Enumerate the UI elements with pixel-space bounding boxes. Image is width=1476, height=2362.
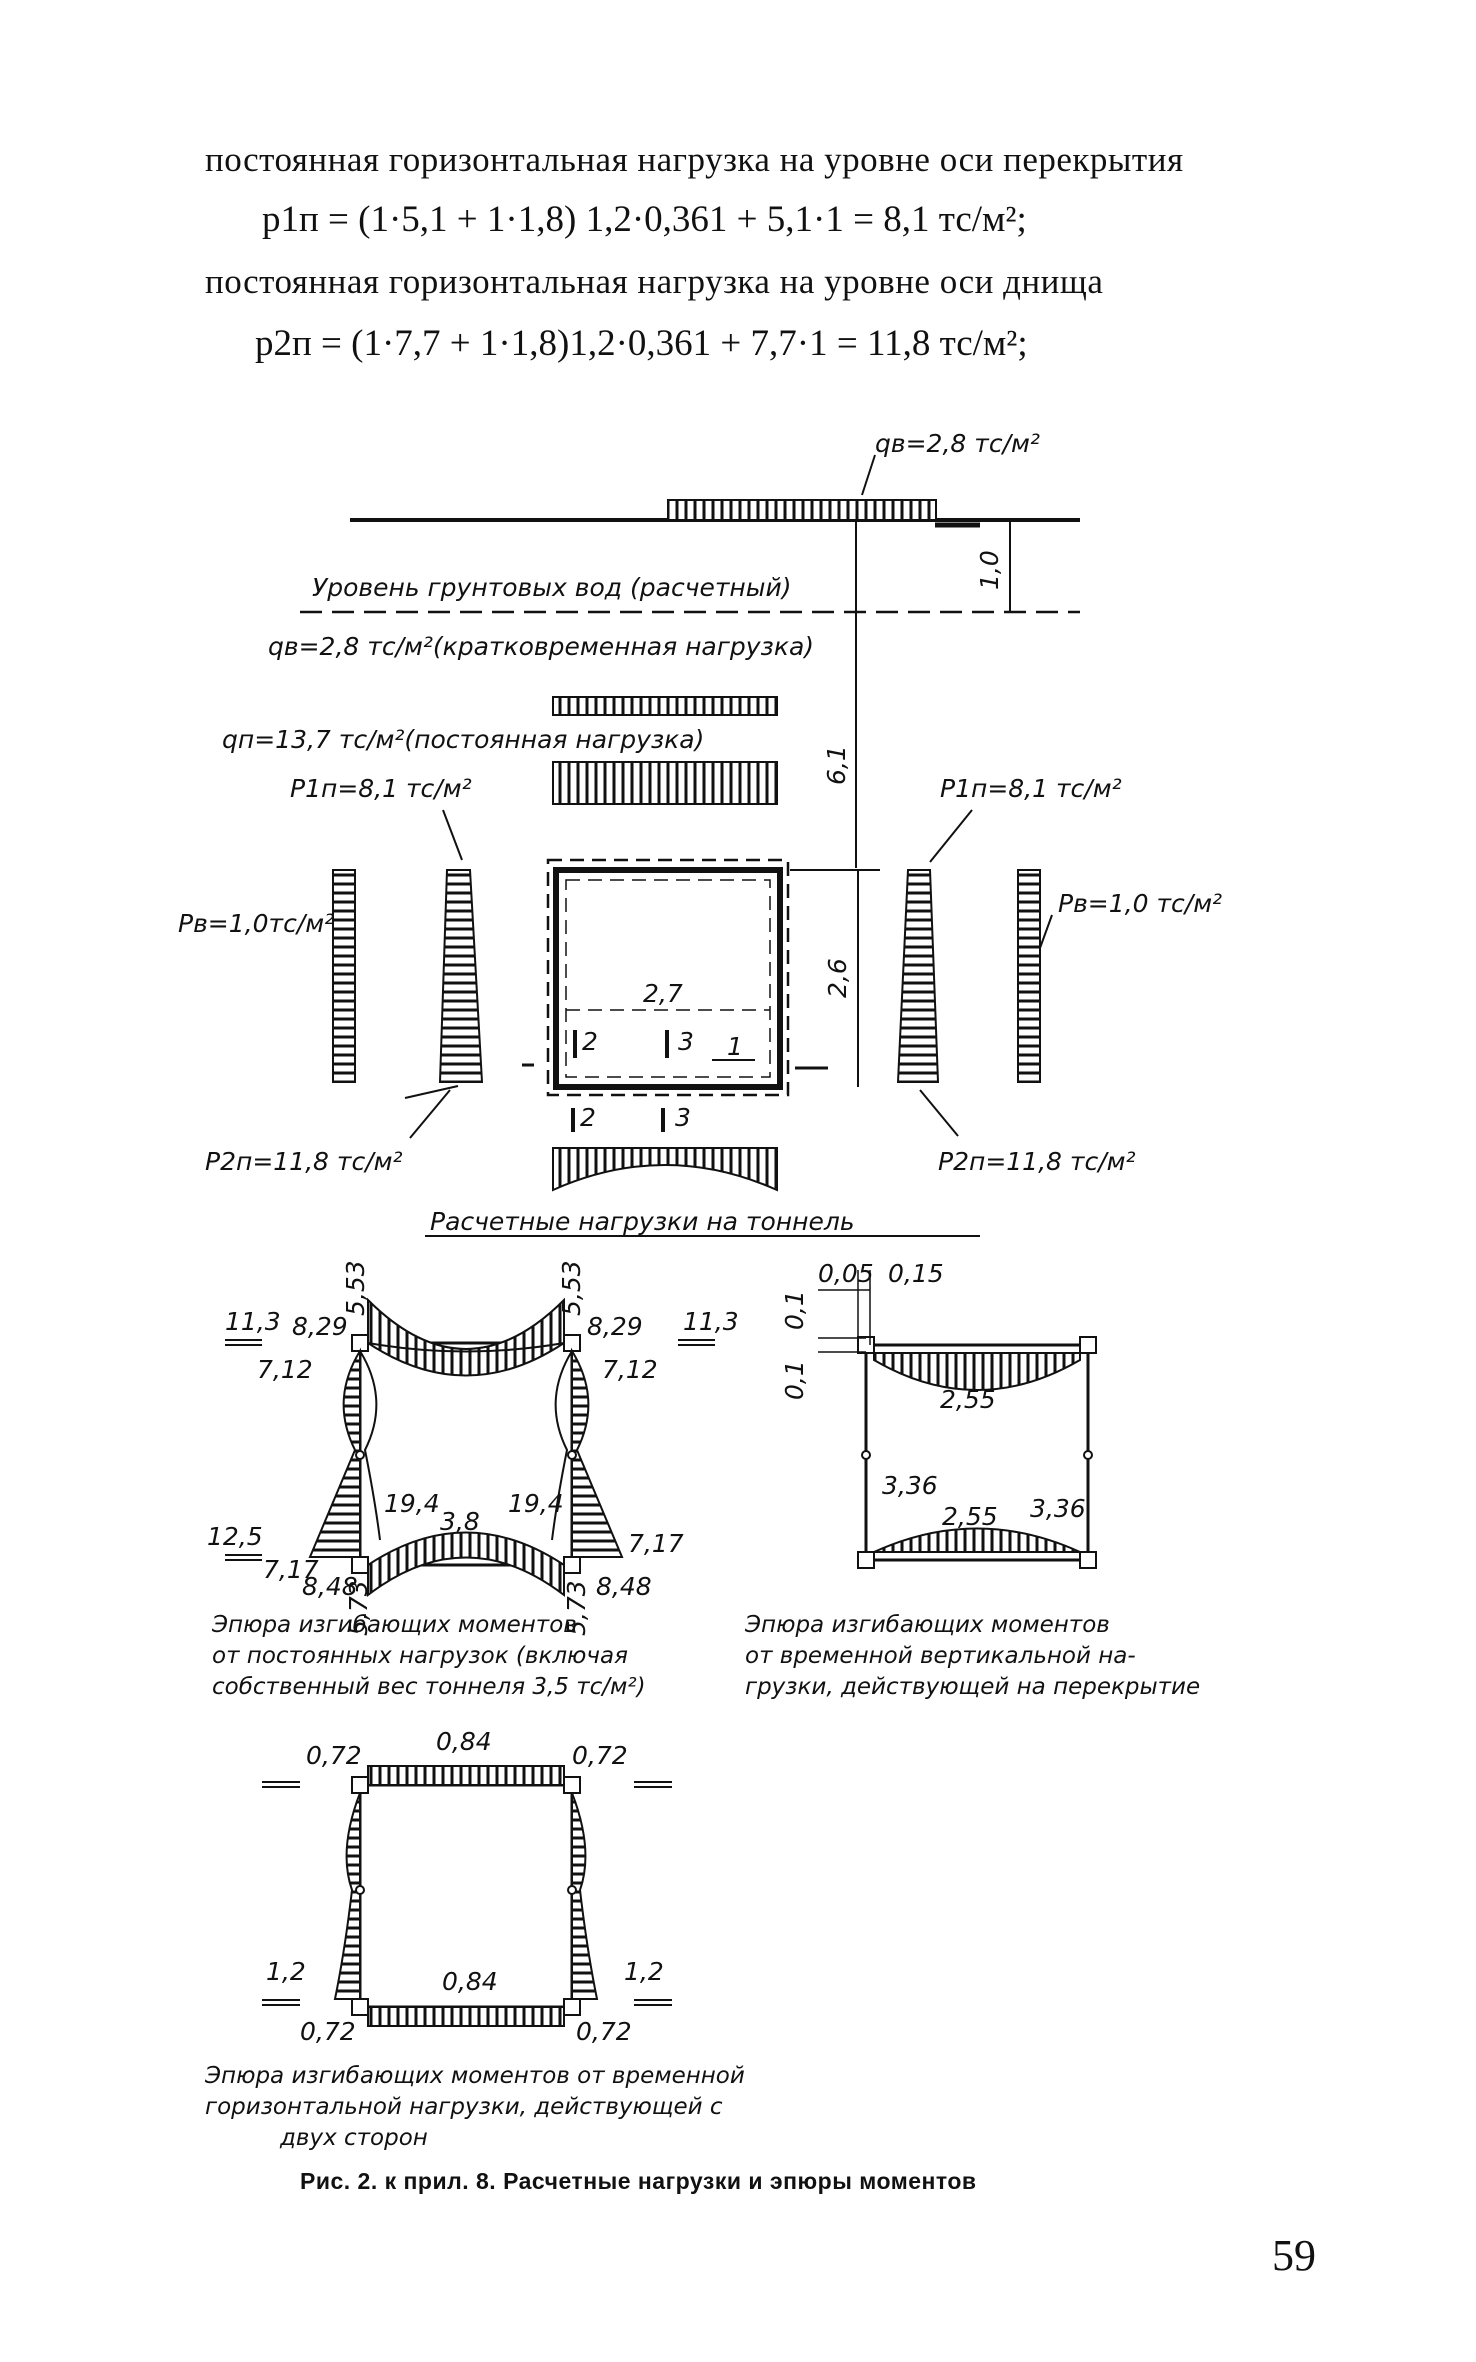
pv-left-label: Pв=1,0тс/м² — [178, 909, 334, 938]
bottom-reaction-diagram — [552, 1147, 778, 1192]
d1-553-left: 5,53 — [341, 1260, 370, 1316]
d2-255-top: 2,55 — [940, 1385, 996, 1414]
d3-072-tr: 0,72 — [572, 1741, 628, 1770]
d1-194-left: 19,4 — [384, 1489, 440, 1518]
d2-255-bottom: 2,55 — [942, 1502, 998, 1531]
d3-caption-3: двух сторон — [279, 2125, 428, 2151]
dim-6-1: 6,1 — [822, 745, 851, 785]
formula-p2: p2п = (1·7,7 + 1·1,8)1,2·0,361 + 7,7·1 =… — [255, 323, 1028, 364]
d3-12-left: 1,2 — [266, 1957, 306, 1986]
qv-short-label: qв=2,8 тс/м²(кратковременная нагрузка) — [268, 632, 814, 661]
pv-right-label: Pв=1,0 тс/м² — [1058, 889, 1222, 918]
d3-072-tl: 0,72 — [306, 1741, 362, 1770]
d2-336-left: 3,36 — [882, 1471, 938, 1500]
d2-01-bottom: 0,1 — [780, 1360, 809, 1400]
text-line-horizontal-load-ceiling: постоянная горизонтальная нагрузка на ур… — [205, 140, 1184, 179]
loads-title: Расчетные нагрузки на тоннель — [430, 1207, 855, 1236]
d2-336-right: 3,36 — [1030, 1494, 1086, 1523]
d1-712-left: 7,12 — [257, 1355, 313, 1384]
qv-top-label: qв=2,8 тс/м² — [875, 429, 1040, 458]
d1-553-right: 5,53 — [557, 1260, 586, 1316]
p1-right-label: P1п=8,1 тс/м² — [940, 774, 1122, 803]
d3-084-bottom: 0,84 — [442, 1967, 498, 1996]
d1-38: 3,8 — [440, 1507, 480, 1536]
surface-load-block — [667, 499, 937, 521]
d1-712-right: 7,12 — [602, 1355, 658, 1384]
d1-717-right: 7,17 — [628, 1529, 684, 1558]
section-1-label: 1 — [727, 1032, 743, 1061]
d3-12-right: 1,2 — [624, 1957, 664, 1986]
p2-left-label: P2п=11,8 тс/м² — [205, 1147, 403, 1176]
d2-caption-3: грузки, действующей на перекрытие — [745, 1674, 1200, 1700]
dim-1-0: 1,0 — [975, 550, 1004, 590]
p-right-trapezoid — [896, 869, 940, 1083]
dim-2-7: 2,7 — [643, 979, 683, 1008]
figure-caption: Рис. 2. к прил. 8. Расчетные нагрузки и … — [300, 2168, 977, 2194]
d3-caption-1: Эпюра изгибающих моментов от временной — [204, 2063, 745, 2089]
d1-125: 12,5 — [207, 1522, 263, 1551]
d1-848-right: 8,48 — [596, 1572, 652, 1601]
formula-p1: p1п = (1·5,1 + 1·1,8) 1,2·0,361 + 5,1·1 … — [262, 199, 1027, 240]
pv-left-block — [332, 869, 356, 1083]
moment-diagram-vertical: 0,05 0,15 0,1 0,1 2,55 3,36 2,55 3,36 Эп… — [744, 1259, 1200, 1700]
d1-194-right: 19,4 — [508, 1489, 564, 1518]
dim-2-6: 2,6 — [823, 958, 852, 998]
p-left-trapezoid — [438, 869, 484, 1083]
short-load-block — [552, 696, 778, 716]
d1-573-left: 5,73 — [344, 1580, 373, 1636]
d3-072-bl: 0,72 — [300, 2017, 356, 2046]
d2-005: 0,05 — [818, 1259, 874, 1288]
qp-const-label: qп=13,7 тс/м²(постоянная нагрузка) — [222, 725, 704, 754]
d1-573-right: 5,73 — [562, 1580, 591, 1636]
moment-diagram-permanent: 5,53 5,53 11,3 8,29 8,29 11,3 7,12 7,12 … — [207, 1260, 739, 1700]
section-3-label: 3 — [678, 1027, 694, 1056]
moment-diagram-horizontal: 0,72 0,84 0,72 1,2 0,84 1,2 0,72 0,72 Эп… — [204, 1727, 745, 2151]
d1-caption-3: собственный вес тоннеля 3,5 тс/м²) — [212, 1674, 646, 1700]
d3-072-br: 0,72 — [576, 2017, 632, 2046]
p2-right-label: P2п=11,8 тс/м² — [938, 1147, 1136, 1176]
d2-01-top: 0,1 — [780, 1290, 809, 1330]
d1-caption-2: от постоянных нагрузок (включая — [212, 1643, 628, 1669]
pv-right-block — [1017, 869, 1041, 1083]
d2-caption-2: от временной вертикальной на- — [745, 1643, 1136, 1669]
d1-829-left: 8,29 — [292, 1312, 348, 1341]
section-3-bottom-label: 3 — [675, 1103, 691, 1132]
d3-caption-2: горизонтальной нагрузки, действующей с — [205, 2094, 723, 2120]
d1-113-left: 11,3 — [225, 1307, 281, 1336]
load-scheme: qв=2,8 тс/м² 1,0 Уровень грунтовых вод (… — [178, 429, 1222, 1237]
d1-848-left: 8,48 — [302, 1572, 358, 1601]
d1-caption-1: Эпюра изгибающих моментов — [211, 1612, 577, 1638]
d2-015: 0,15 — [888, 1259, 944, 1288]
section-2-bottom-label: 2 — [580, 1103, 596, 1132]
page-number: 59 — [1272, 2231, 1316, 2280]
d1-717-left: 7,17 — [263, 1555, 319, 1584]
p1-left-label: P1п=8,1 тс/м² — [290, 774, 472, 803]
d1-829-right: 8,29 — [587, 1312, 643, 1341]
d1-113-right: 11,3 — [683, 1307, 739, 1336]
const-load-block — [552, 761, 778, 805]
d2-caption-1: Эпюра изгибающих моментов — [744, 1612, 1110, 1638]
text-line-horizontal-load-bottom: постоянная горизонтальная нагрузка на ур… — [205, 262, 1104, 301]
section-2-label: 2 — [582, 1027, 598, 1056]
groundwater-label: Уровень грунтовых вод (расчетный) — [312, 573, 792, 602]
d3-084-top: 0,84 — [436, 1727, 492, 1756]
